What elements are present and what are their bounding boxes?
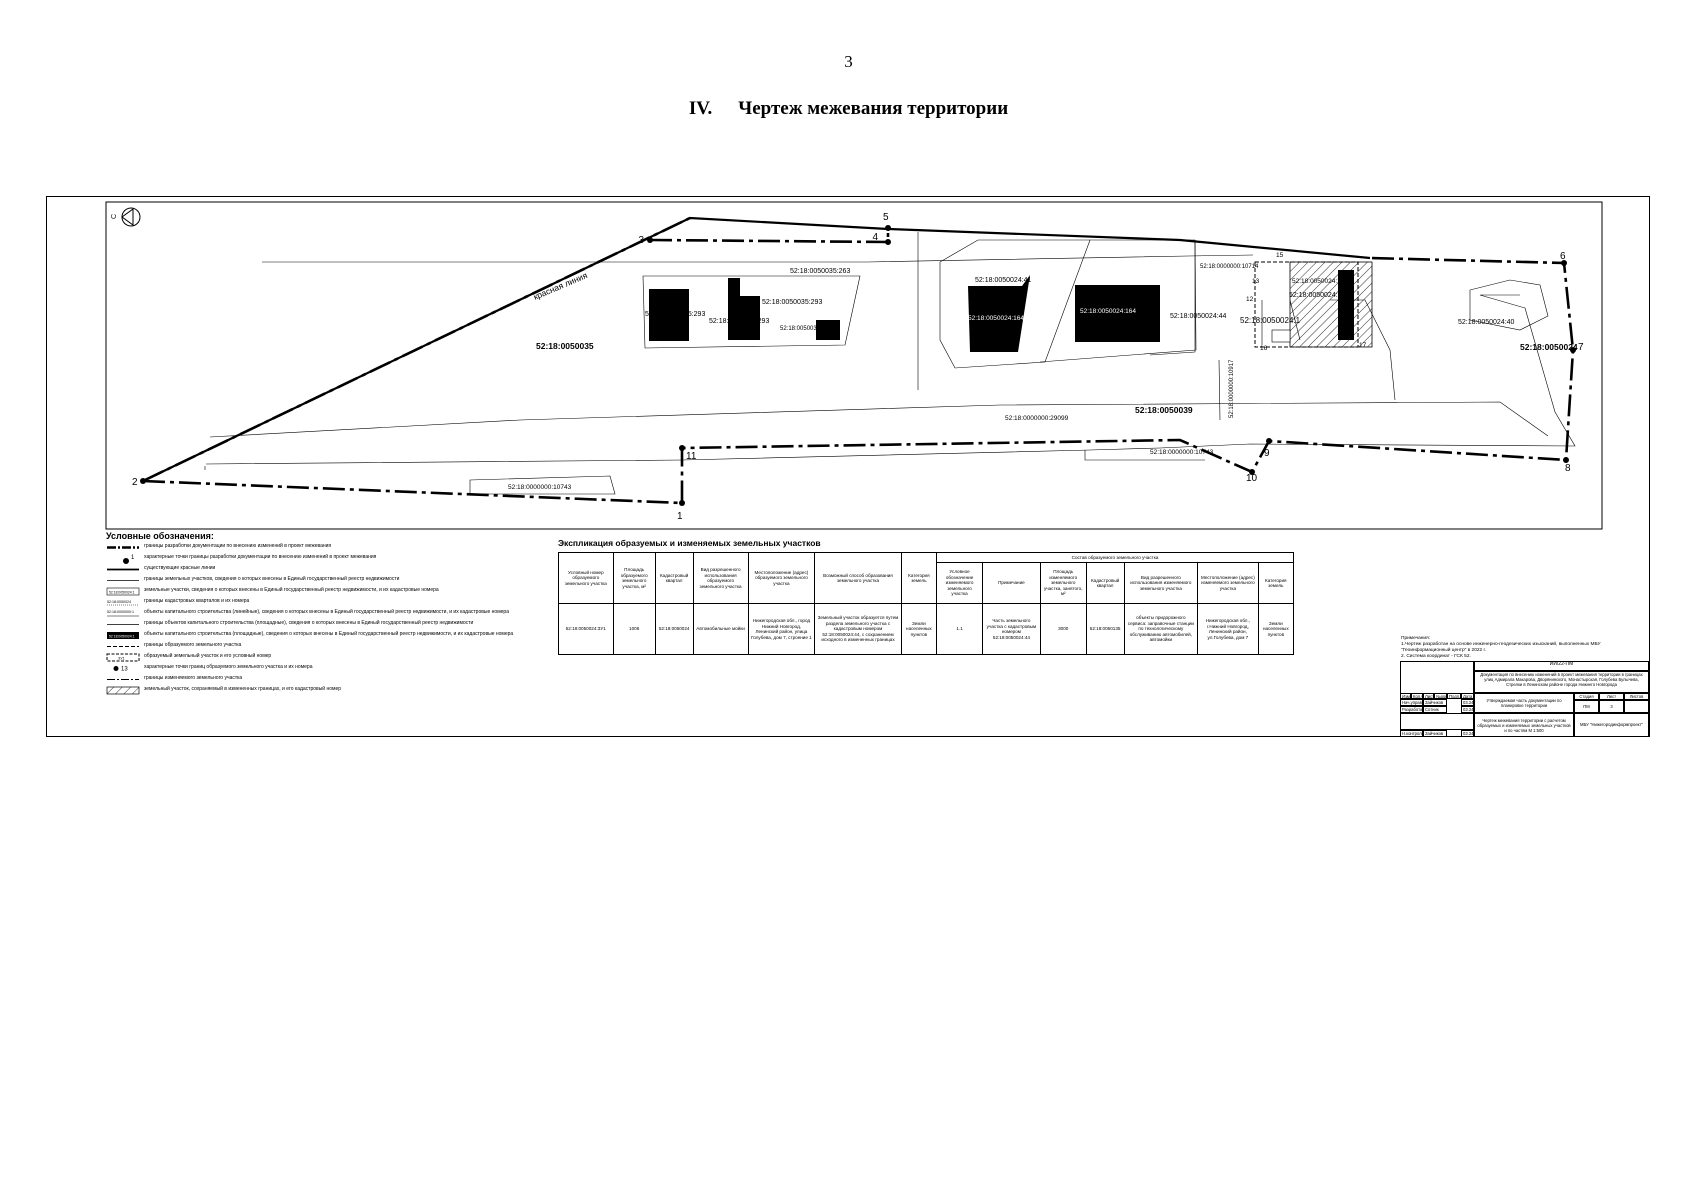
svg-text:52:18:0050035: 52:18:0050035 xyxy=(536,341,594,351)
svg-text:ЗУ1: ЗУ1 xyxy=(118,657,125,661)
drawing-sheet xyxy=(46,196,1650,737)
svg-text:52:18:0050024:1: 52:18:0050024:1 xyxy=(109,635,135,639)
legend: Условные обозначения: границы разработки… xyxy=(106,531,556,697)
svg-text:52:18:0050024:164: 52:18:0050024:164 xyxy=(1080,308,1136,315)
svg-text:52:18:0050039: 52:18:0050039 xyxy=(1135,405,1193,415)
north-mark: С xyxy=(111,214,118,219)
legend-item: 52:18:0050024:1 объекты капитального стр… xyxy=(107,631,514,639)
title-block: ИИ/22-ПМ Документация по внесению измене… xyxy=(1400,661,1649,737)
legend-item: 13 характерные точки границ образуемого … xyxy=(106,664,556,675)
svg-text:52:18:0050024:164: 52:18:0050024:164 xyxy=(1292,278,1348,285)
svg-text:52:18:0050024:164: 52:18:0050024:164 xyxy=(968,315,1024,322)
svg-text:52:18:0000000:1: 52:18:0000000:1 xyxy=(107,610,134,614)
page-title: IV. Чертеж межевания территории xyxy=(0,98,1697,120)
legend-title: Условные обозначения: xyxy=(106,531,214,541)
explication: Экспликация образуемых и изменяемых земе… xyxy=(558,538,1298,655)
svg-text:52:18:0050024:41: 52:18:0050024:41 xyxy=(975,277,1032,284)
legend-item: границы изменяемого земельного участка xyxy=(107,675,243,681)
svg-text:52:18:0000000:10917: 52:18:0000000:10917 xyxy=(1229,359,1235,418)
block-labels: 52:18:0050035 52:18:0050039 52:18:005002… xyxy=(536,341,1578,415)
svg-text:8: 8 xyxy=(1565,463,1571,474)
buildings xyxy=(649,270,1354,352)
svg-text:52:18:0050024:371: 52:18:0050024:371 xyxy=(1289,292,1349,299)
svg-text:13: 13 xyxy=(1252,278,1260,285)
legend-item: существующие красные линии xyxy=(107,565,216,571)
map-frame xyxy=(105,201,1603,530)
svg-text:1: 1 xyxy=(677,511,683,522)
boundary-points: 1 2 3 4 5 6 7 8 9 10 11 xyxy=(132,212,1584,522)
development-boundary xyxy=(142,216,1575,505)
formed-parcel-points: 12 13 15 16 17 xyxy=(1246,252,1367,352)
legend-item: 1 характерные точки границы разработки д… xyxy=(106,554,556,565)
legend-item: границы объектов капитального строительс… xyxy=(107,620,474,626)
svg-text:11: 11 xyxy=(686,451,697,462)
section-number: IV. xyxy=(688,98,713,119)
legend-item: границы образуемого земельного участка xyxy=(107,642,242,648)
svg-text:52:18:0050024:44: 52:18:0050024:44 xyxy=(1170,313,1227,320)
svg-text:4: 4 xyxy=(872,232,878,243)
svg-text:52:18:0050035:293: 52:18:0050035:293 xyxy=(780,326,832,332)
north-arrow-icon: С xyxy=(111,207,141,227)
parcel-boundaries xyxy=(204,232,1576,495)
explication-table: Условный номер образуемого земельного уч… xyxy=(558,552,1295,655)
legend-item: границы разработки документации по внесе… xyxy=(107,543,332,549)
legend-item: 52:18:0050024 границы кадастровых кварта… xyxy=(107,598,250,606)
svg-text:52:18:0050035:263: 52:18:0050035:263 xyxy=(790,268,850,275)
svg-text:17: 17 xyxy=(1359,342,1367,349)
svg-text:52:18:0000000:10743: 52:18:0000000:10743 xyxy=(508,484,572,491)
section-title: Чертеж межевания территории xyxy=(738,98,1009,119)
svg-text:52:18:0050024:40: 52:18:0050024:40 xyxy=(1458,319,1515,326)
svg-text:5: 5 xyxy=(883,212,889,223)
svg-text:52:18:0050035:293: 52:18:0050035:293 xyxy=(709,318,769,325)
svg-text:52:18:0050024:1: 52:18:0050024:1 xyxy=(1240,316,1301,325)
parcel-labels: 52:18:0050035:293 52:18:0050035:263 52:1… xyxy=(508,264,1515,491)
svg-text:1: 1 xyxy=(131,555,135,561)
svg-text:2: 2 xyxy=(132,477,138,488)
svg-text:10: 10 xyxy=(1246,473,1258,484)
svg-text:16: 16 xyxy=(1260,345,1268,352)
svg-text:3: 3 xyxy=(638,235,644,246)
svg-text:52:18:0000000:10714: 52:18:0000000:10714 xyxy=(1200,264,1259,270)
explication-title: Экспликация образуемых и изменяемых земе… xyxy=(558,538,821,548)
legend-item: ЗУ1 образуемый земельный участок и его у… xyxy=(106,653,556,664)
svg-text:12: 12 xyxy=(1246,296,1254,303)
svg-text:52:18:0050035:293: 52:18:0050035:293 xyxy=(762,299,822,306)
svg-text:52:18:0050024:1: 52:18:0050024:1 xyxy=(109,591,135,595)
page-number: 3 xyxy=(844,52,853,71)
svg-text:7: 7 xyxy=(1578,342,1584,353)
svg-text:9: 9 xyxy=(1264,448,1270,459)
svg-text:52:18:0050024: 52:18:0050024 xyxy=(1520,342,1578,352)
notes: Примечания: 1.Чертеж разработан на основ… xyxy=(1401,636,1601,659)
svg-text:52:18:0050024: 52:18:0050024 xyxy=(107,600,131,604)
hatched-parcel xyxy=(1289,261,1373,348)
table-row: 52:18:0050024:ЗУ1 1006 52:18:0050024 Авт… xyxy=(558,603,1295,655)
svg-text:52:18:0000000:29099: 52:18:0000000:29099 xyxy=(1005,415,1069,422)
legend-item: 52:18:0050024:1 земельные участки, сведе… xyxy=(106,587,439,596)
legend-item: 52:18:0000000:1 объекты капитального стр… xyxy=(107,609,509,617)
svg-text:52:18:0000000:10743: 52:18:0000000:10743 xyxy=(1150,449,1214,456)
red-line-label: красная линия xyxy=(532,270,589,302)
legend-item: границы земельных участков, сведения о к… xyxy=(107,576,400,582)
legend-item: земельный участок, сохраняемый в изменен… xyxy=(106,686,556,697)
svg-text:6: 6 xyxy=(1560,251,1566,262)
svg-text:15: 15 xyxy=(1276,252,1284,259)
svg-text:13: 13 xyxy=(121,667,128,673)
svg-text:52:18:0050035:293: 52:18:0050035:293 xyxy=(645,311,705,318)
